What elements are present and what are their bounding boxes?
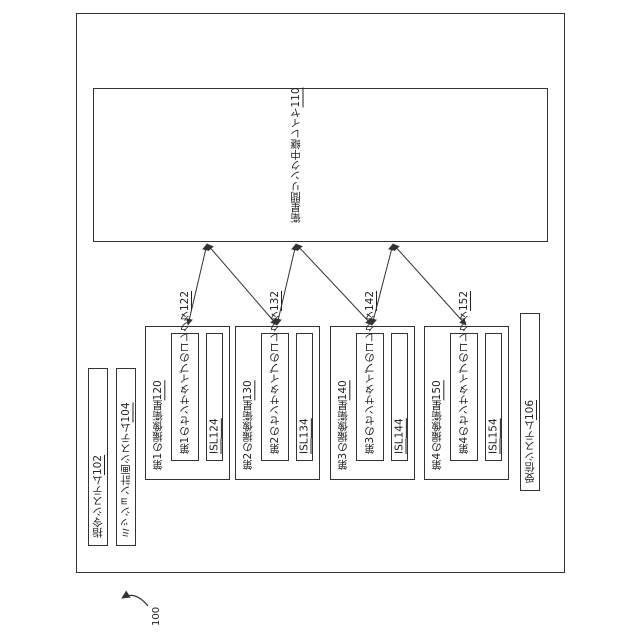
link-arrow-sat1-relay [188,244,207,325]
figure-number-pointer [122,595,148,606]
link-arrow-relay-sat2 [207,244,277,325]
link-arrow-sat2-relay [277,244,296,325]
link-arrow-sat3-relay [372,244,393,325]
figure-number: 100 [150,602,164,630]
link-arrow-relay-sat4 [393,244,466,325]
link-arrow-relay-sat3 [296,244,372,325]
